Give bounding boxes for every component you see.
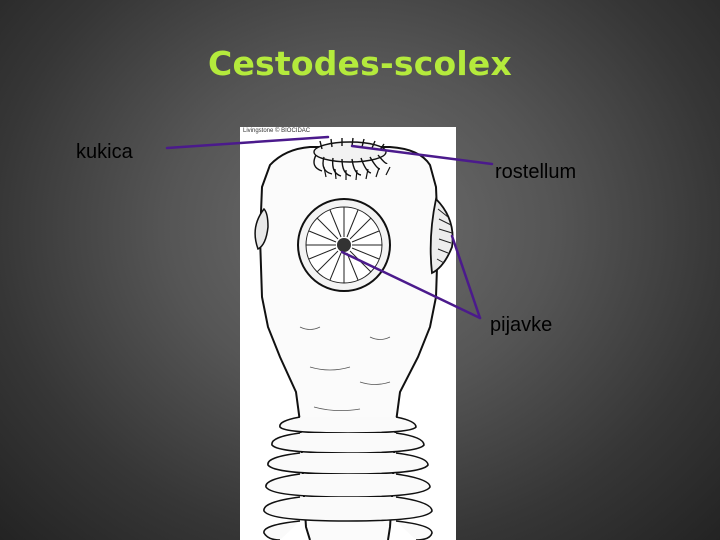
scolex-figure: Livingstone © BIOCIDAC <box>240 127 456 540</box>
body-texture <box>299 326 391 411</box>
label-kukica: kukica <box>76 141 133 163</box>
label-rostellum: rostellum <box>495 161 577 183</box>
front-sucker <box>297 198 391 292</box>
scolex-drawing <box>254 137 454 540</box>
side-sucker-right <box>429 197 454 275</box>
leader-pijavke-side <box>450 234 482 320</box>
side-sucker-left <box>254 207 269 251</box>
hook-row <box>323 166 391 181</box>
label-pijavke: pijavke <box>490 314 553 336</box>
figure-credit: Livingstone © BIOCIDAC <box>243 128 311 134</box>
slide-title: Cestodes-scolex <box>208 44 512 83</box>
neck-segments <box>263 416 433 540</box>
